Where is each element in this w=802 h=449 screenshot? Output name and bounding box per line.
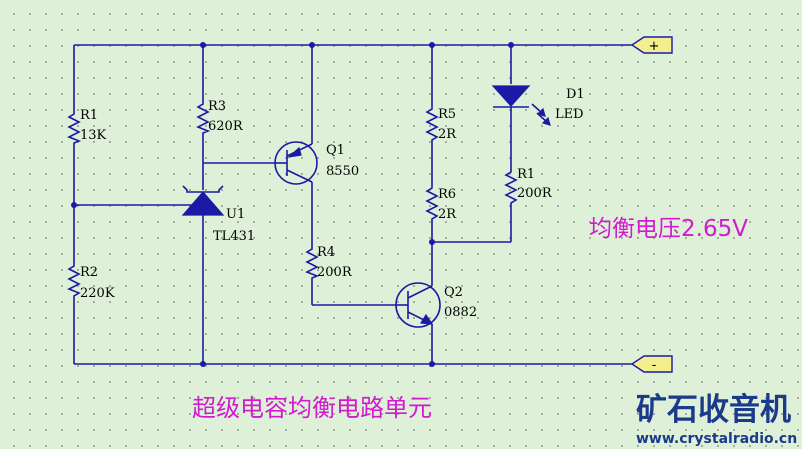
r2-value-label: 220K (80, 286, 115, 301)
r6-ref-label: R6 (438, 187, 456, 202)
r2-ref-label: R2 (80, 265, 98, 280)
watermark-url: www.crystalradio.cn (636, 431, 797, 447)
junction-dot (71, 202, 77, 208)
junction-dot (200, 42, 206, 48)
resistor-r5 (425, 105, 439, 142)
junction-dot (429, 239, 435, 245)
watermark-title: 矿石收音机 (636, 392, 791, 428)
tl431-regulator (180, 185, 225, 216)
tl431-bar (182, 185, 224, 193)
q1-ref-label: Q1 (326, 143, 345, 158)
r6-value-label: 2R (438, 207, 457, 222)
r1-top-ref-label: R1 (80, 108, 98, 123)
tl431-triangle (181, 191, 225, 216)
positive-port: + (630, 36, 673, 54)
led-d1 (491, 85, 551, 126)
balance-voltage-annotation: 均衡电压2.65V (589, 216, 748, 242)
r1-led-ref-label: R1 (517, 167, 535, 182)
r3-ref-label: R3 (208, 99, 226, 114)
wires (73, 44, 632, 365)
u1-value-label: TL431 (213, 229, 255, 244)
component-labels: R1 13K R2 220K R3 620R U1 TL431 Q1 8550 … (80, 87, 585, 320)
led-triangle (491, 85, 531, 107)
positive-port-label: + (649, 39, 660, 54)
transistor-q2 (395, 282, 441, 328)
d1-value-label: LED (555, 107, 584, 122)
resistor-r6 (425, 182, 439, 222)
resistor-r2 (67, 262, 81, 298)
u1-ref-label: U1 (226, 207, 245, 222)
resistor-r3 (196, 100, 211, 135)
transistor-q1 (274, 141, 318, 185)
negative-port-label: - (652, 358, 657, 373)
r1-top-value-label: 13K (80, 128, 107, 143)
q1-value-label: 8550 (326, 164, 359, 179)
resistor-r1-top (67, 110, 82, 145)
resistor-r1-led (504, 168, 518, 205)
q2-ref-label: Q2 (444, 285, 463, 300)
r1-led-value-label: 200R (517, 186, 553, 201)
q2-value-label: 0882 (444, 305, 477, 320)
r4-ref-label: R4 (317, 245, 335, 260)
r5-ref-label: R5 (438, 107, 456, 122)
watermark-logo: 矿石收音机 www.crystalradio.cn (636, 392, 797, 447)
junction-dot (200, 361, 206, 367)
r3-value-label: 620R (208, 119, 244, 134)
diagram-caption: 超级电容均衡电路单元 (192, 394, 432, 422)
junction-dot (429, 361, 435, 367)
d1-ref-label: D1 (566, 87, 585, 102)
r4-value-label: 200R (317, 265, 353, 280)
negative-port: - (630, 355, 673, 373)
junction-dot (429, 42, 435, 48)
r5-value-label: 2R (438, 127, 457, 142)
junction-dot (508, 42, 514, 48)
junctions (71, 42, 514, 367)
resistor-r4 (305, 245, 320, 280)
junction-dot (309, 42, 315, 48)
